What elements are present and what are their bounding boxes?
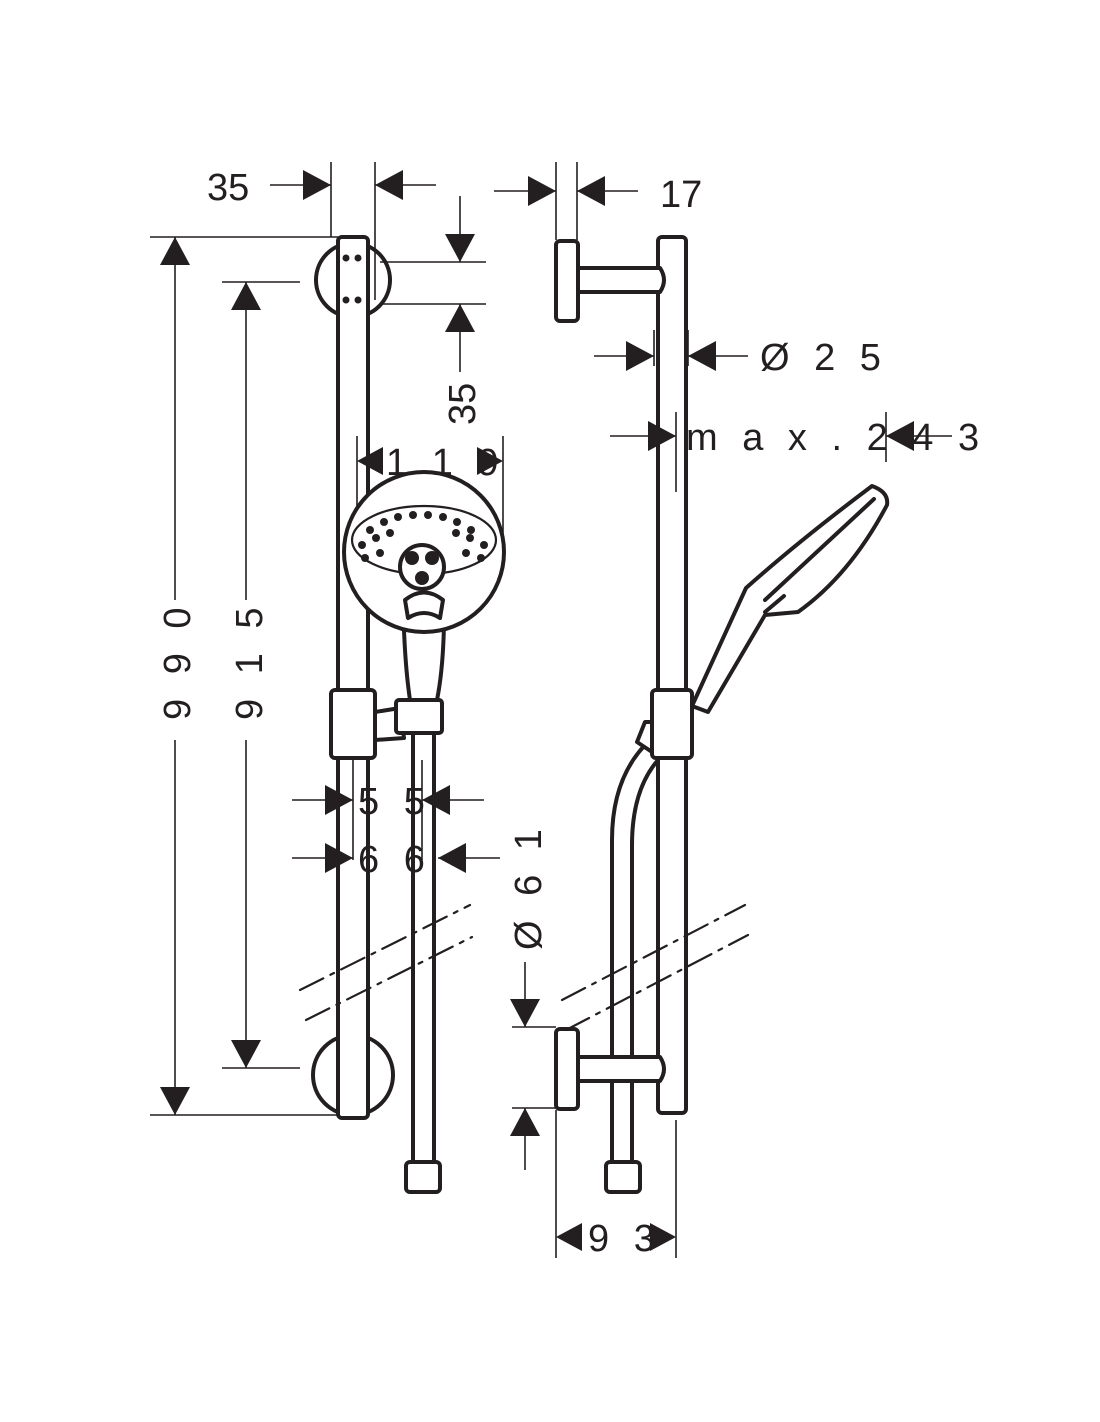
dim-bracket-width: 35	[207, 167, 249, 209]
jet-hole	[415, 571, 429, 585]
front-head-neck	[403, 590, 445, 620]
side-view	[554, 235, 890, 1194]
side-slider	[650, 688, 694, 760]
dim-wall-clearance: 17	[660, 174, 702, 216]
front-hose-nut	[404, 1160, 442, 1194]
dim-rail-length: 9 1 5	[229, 600, 271, 720]
side-rail	[656, 235, 688, 1115]
front-slider	[329, 688, 377, 760]
jet-hole	[425, 551, 439, 565]
front-view	[298, 235, 506, 1194]
screw-hole	[342, 296, 350, 304]
screw-hole	[354, 296, 362, 304]
jet-hole	[405, 551, 419, 565]
dim-bracket-height: 35	[442, 383, 484, 425]
side-top-bracket-plate	[554, 239, 580, 323]
dimension-lines	[150, 162, 952, 1258]
front-nozzles	[358, 511, 488, 562]
dim-slider-inner: 5 5	[358, 781, 432, 823]
side-top-bracket-arm	[575, 266, 666, 294]
side-hand-shower	[690, 484, 890, 714]
front-holder	[394, 698, 444, 735]
front-break-line	[298, 903, 474, 1022]
dim-slider-outer: 6 6	[358, 839, 432, 881]
side-bottom-bracket-plate	[554, 1027, 580, 1111]
front-rail	[336, 235, 370, 1120]
dim-rail-offset: 9 3	[588, 1218, 662, 1260]
side-slider-clip	[635, 720, 654, 754]
side-hose	[610, 743, 660, 1167]
dim-max-projection: m a x . 2 4 3	[686, 417, 986, 459]
dim-head-diameter: 1 1 9	[386, 442, 506, 484]
dimension-labels: 35 17 35 Ø 2 5 m a x . 2 4 3 1 1 9 9 9 0…	[157, 167, 986, 1260]
screw-hole	[342, 254, 350, 262]
side-hose-nut	[604, 1160, 642, 1194]
side-bottom-bracket-arm	[575, 1055, 666, 1083]
dim-rail-diameter: Ø 2 5	[760, 337, 888, 379]
screw-hole	[354, 254, 362, 262]
dim-overall-height: 9 9 0	[157, 600, 199, 720]
side-shower-face	[763, 497, 876, 614]
side-break-line	[560, 903, 750, 1032]
dim-bracket-diameter: Ø 6 1	[508, 822, 550, 950]
